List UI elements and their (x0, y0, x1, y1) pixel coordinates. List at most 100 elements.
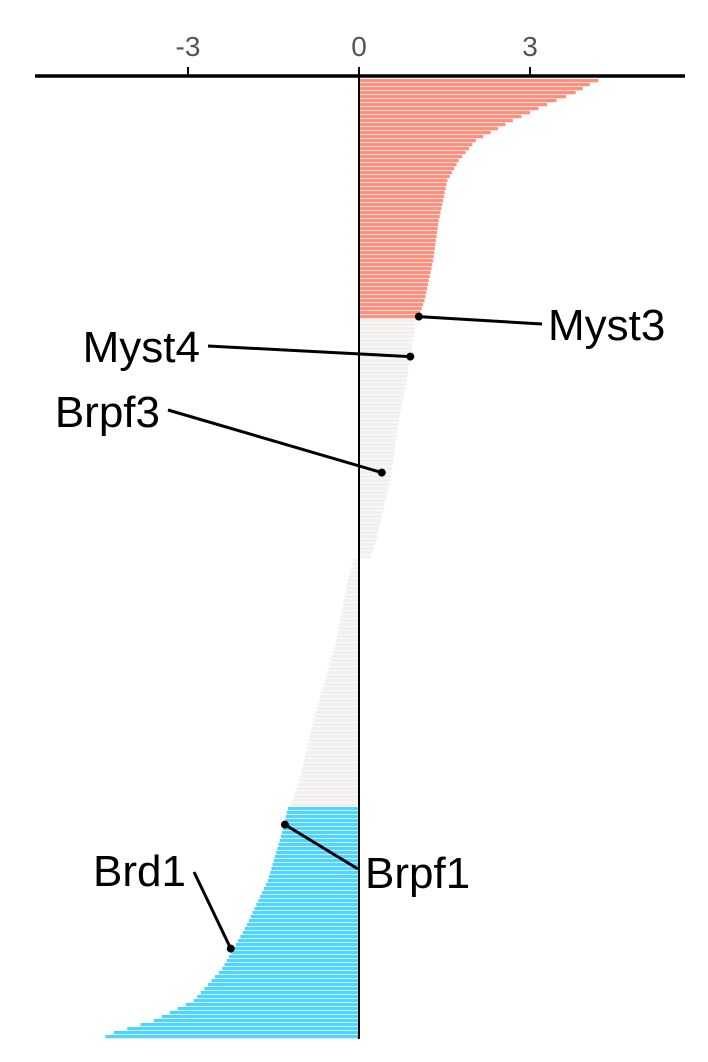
bar (340, 615, 359, 619)
bar (248, 919, 359, 923)
bar (359, 311, 421, 315)
bar (359, 171, 452, 175)
bar (336, 635, 359, 639)
bar (359, 427, 398, 431)
bar (310, 731, 359, 735)
bar (359, 451, 395, 455)
bar (343, 599, 359, 603)
bar (323, 683, 359, 687)
bar (359, 359, 411, 363)
annotation-label-brpf3: Brpf3 (55, 388, 160, 437)
bar (256, 903, 359, 907)
bar (224, 963, 359, 967)
annotation-leader-line (167, 408, 383, 475)
bar (105, 1035, 359, 1039)
bar (315, 711, 359, 715)
bar (359, 515, 382, 519)
bar (359, 431, 398, 435)
bar (280, 835, 359, 839)
bar (200, 991, 359, 995)
bar (321, 691, 359, 695)
bar (359, 387, 405, 391)
bar (359, 303, 424, 307)
bar (333, 647, 359, 651)
x-tick-label: 3 (522, 31, 538, 62)
bar (359, 251, 435, 255)
bar (286, 811, 359, 815)
bar (344, 595, 359, 599)
bar (258, 899, 359, 903)
bar (359, 407, 402, 411)
bar (359, 123, 506, 127)
bar (279, 839, 359, 843)
bar (229, 955, 359, 959)
bar (274, 855, 359, 859)
bar (359, 319, 416, 323)
bar (359, 167, 455, 171)
bar (308, 739, 359, 743)
bar (127, 1027, 359, 1031)
bar (346, 587, 359, 591)
bar (282, 831, 359, 835)
bar (359, 119, 513, 123)
bar (283, 827, 359, 831)
bar (359, 447, 395, 451)
bar (346, 583, 359, 587)
bar (359, 111, 530, 115)
bar (292, 799, 359, 803)
annotation-leader-line (207, 344, 411, 359)
bar (304, 755, 359, 759)
bar (328, 667, 359, 671)
bar (359, 99, 557, 103)
bar (359, 531, 378, 535)
bar (359, 223, 439, 227)
bar (359, 147, 470, 151)
bar (342, 607, 359, 611)
bar (345, 591, 359, 595)
bar (305, 751, 359, 755)
bar (359, 503, 385, 507)
bar (359, 523, 380, 527)
bar (359, 143, 473, 147)
bar (296, 787, 359, 791)
bar (204, 987, 359, 991)
bar (185, 1003, 359, 1007)
bar (359, 491, 388, 495)
bar (359, 239, 436, 243)
bar (267, 879, 359, 883)
bar (359, 203, 443, 207)
bar (359, 507, 384, 511)
bar (242, 931, 359, 935)
bar (335, 643, 359, 647)
bar (359, 283, 428, 287)
bar (246, 923, 359, 927)
bar (330, 659, 359, 663)
bar (153, 1019, 359, 1023)
bar (314, 715, 359, 719)
bar (297, 783, 359, 787)
bar (359, 375, 408, 379)
bar (359, 107, 539, 111)
x-tick-label: 0 (351, 31, 367, 62)
bar (359, 291, 427, 295)
bar (359, 243, 436, 247)
bar (359, 367, 409, 371)
bar (359, 455, 394, 459)
x-tick-label: -3 (176, 31, 201, 62)
bar (309, 735, 359, 739)
bar (302, 767, 359, 771)
bar (359, 159, 459, 163)
bar (317, 703, 359, 707)
bar (207, 983, 359, 987)
bar (325, 675, 359, 679)
bar (211, 979, 359, 983)
bar (265, 883, 359, 887)
bar (222, 967, 359, 971)
bar (359, 295, 426, 299)
bar (359, 463, 393, 467)
bar (359, 479, 391, 483)
bar (359, 347, 413, 351)
bar (264, 887, 359, 891)
